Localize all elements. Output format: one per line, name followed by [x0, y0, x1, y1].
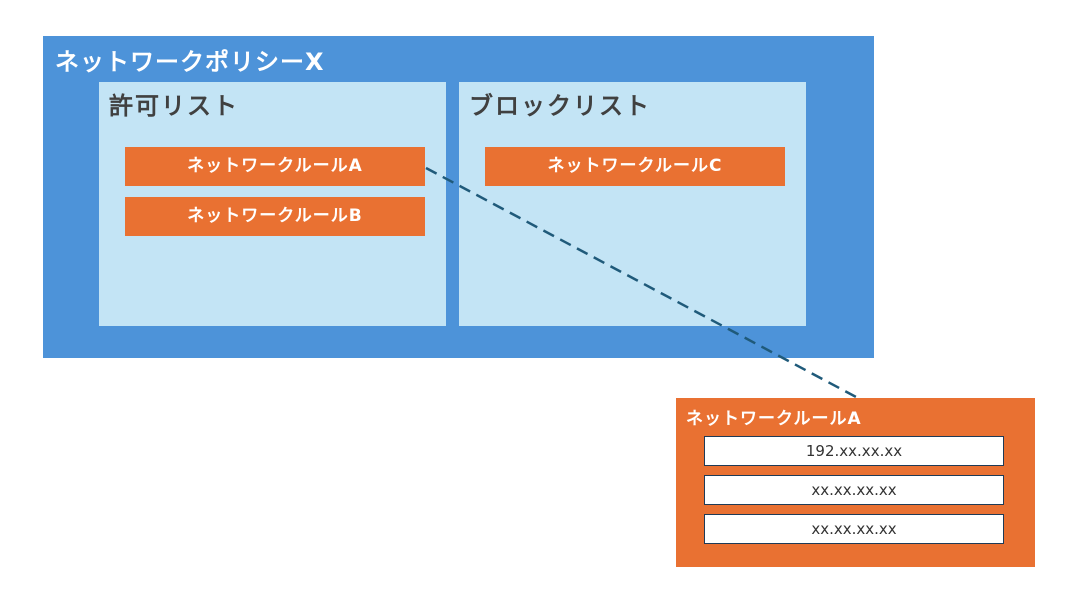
ip-entry-2: xx.xx.xx.xx	[704, 475, 1004, 505]
ip-entry-1: 192.xx.xx.xx	[704, 436, 1004, 466]
rule-a[interactable]: ネットワークルールA	[125, 147, 425, 186]
rule-b[interactable]: ネットワークルールB	[125, 197, 425, 236]
dashed-connector-line	[425, 166, 859, 400]
policy-title: ネットワークポリシーX	[55, 48, 325, 76]
block-list: ブロックリスト ネットワークルールC	[459, 82, 806, 326]
allow-list: 許可リスト ネットワークルールA ネットワークルールB	[99, 82, 446, 326]
block-list-title: ブロックリスト	[469, 92, 651, 120]
ip-entry-3: xx.xx.xx.xx	[704, 514, 1004, 544]
allow-list-title: 許可リスト	[109, 92, 239, 120]
rule-c[interactable]: ネットワークルールC	[485, 147, 785, 186]
rule-a-detail: ネットワークルールA 192.xx.xx.xx xx.xx.xx.xx xx.x…	[676, 398, 1035, 567]
detail-title: ネットワークルールA	[686, 409, 862, 429]
network-policy-x: ネットワークポリシーX 許可リスト ネットワークルールA ネットワークルールB …	[43, 36, 874, 358]
